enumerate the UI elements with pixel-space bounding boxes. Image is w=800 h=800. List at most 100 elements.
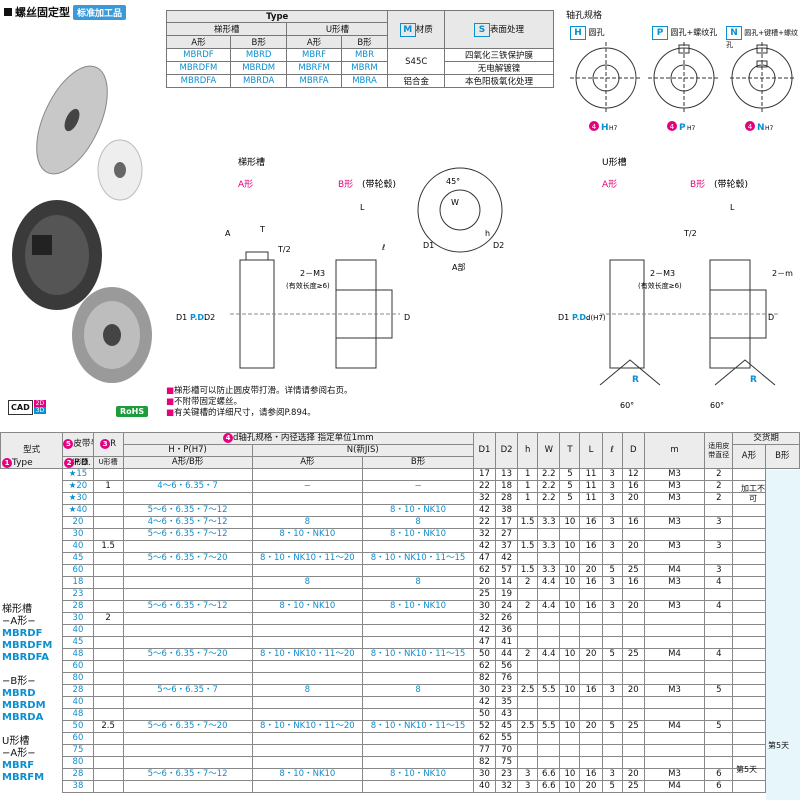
table-cell xyxy=(704,504,734,517)
table-cell: 80 xyxy=(62,672,94,685)
table-cell: M4 xyxy=(643,564,706,577)
table-cell: 40 xyxy=(62,624,94,637)
table-cell: 5 xyxy=(704,684,734,697)
table-cell xyxy=(537,744,561,757)
table-cell: 1.5 xyxy=(517,540,539,553)
table-cell: − xyxy=(362,480,474,493)
page-title: 螺丝固定型 标准加工品 xyxy=(4,4,127,20)
table-cell xyxy=(92,528,124,541)
table-cell: 2.5 xyxy=(517,684,539,697)
table-cell: 2.2 xyxy=(537,480,561,493)
table-cell: 4 xyxy=(704,576,734,589)
table-cell: 41 xyxy=(495,636,519,649)
table-cell xyxy=(732,468,766,481)
table-cell: 20 xyxy=(621,768,645,781)
note-1: ■梯形槽可以防止圆皮带打滑。详情请参阅右页。 xyxy=(166,386,353,396)
svg-text:(带轮毂): (带轮毂) xyxy=(362,178,396,190)
table-cell xyxy=(251,744,364,757)
table-cell xyxy=(704,636,734,649)
table-cell xyxy=(732,708,766,721)
table-cell xyxy=(362,564,474,577)
table-cell: 16 xyxy=(579,684,603,697)
table-cell: 30 xyxy=(472,768,497,781)
svg-text:梯形槽: 梯形槽 xyxy=(238,156,265,168)
table-cell xyxy=(251,672,364,685)
svg-text:(带轮毂): (带轮毂) xyxy=(714,178,748,190)
table-cell xyxy=(559,672,581,685)
table-cell: 3.3 xyxy=(537,516,561,529)
table-cell: 50 xyxy=(472,648,497,661)
type-side-item: −A形− xyxy=(2,748,36,759)
table-cell xyxy=(579,756,603,769)
type-side-item: MBRDM xyxy=(2,700,46,711)
table-cell xyxy=(362,744,474,757)
table-cell xyxy=(362,696,474,709)
table-cell xyxy=(1,553,63,565)
shaft-n-label: N 圆孔+键槽+螺纹孔 xyxy=(726,26,798,49)
table-cell: 40 xyxy=(62,540,94,553)
table-cell: 2 xyxy=(92,612,124,625)
table-cell: 10 xyxy=(559,576,581,589)
table-cell: 75 xyxy=(62,744,94,757)
table-cell xyxy=(122,576,253,589)
svg-text:A形: A形 xyxy=(602,178,617,190)
table-cell xyxy=(122,780,253,793)
table-cell: 42 xyxy=(495,552,519,565)
table-cell: ★20 xyxy=(62,480,94,493)
table-cell: 48 xyxy=(62,648,94,661)
table-cell: 28 xyxy=(62,768,94,781)
table-cell: 8・10・NK10 xyxy=(362,600,474,613)
table-cell: 8・10・NK10 xyxy=(362,768,474,781)
table-cell: 42 xyxy=(472,504,497,517)
table-cell: 5～6・6.35・7～20 xyxy=(122,648,253,661)
table-cell: 5 xyxy=(559,480,581,493)
table-cell: 25 xyxy=(621,648,645,661)
table-cell: 16 xyxy=(579,540,603,553)
table-cell xyxy=(92,696,124,709)
table-cell: 20 xyxy=(472,576,497,589)
table-cell: 2.5 xyxy=(517,720,539,733)
table-cell: 4 xyxy=(704,648,734,661)
table-cell xyxy=(704,660,734,673)
table-cell xyxy=(579,504,603,517)
table-cell xyxy=(362,756,474,769)
table-cell: 5～6・6.35・7～20 xyxy=(122,720,253,733)
table-cell xyxy=(621,504,645,517)
svg-text:D2: D2 xyxy=(493,241,504,250)
table-cell: 4.4 xyxy=(537,600,561,613)
table-cell: 18 xyxy=(495,480,519,493)
table-cell: 2 xyxy=(517,600,539,613)
table-cell xyxy=(122,624,253,637)
svg-text:60°: 60° xyxy=(620,401,634,410)
table-cell xyxy=(621,732,645,745)
table-cell: 22 xyxy=(472,516,497,529)
table-cell: M3 xyxy=(643,768,706,781)
table-cell: 30 xyxy=(62,528,94,541)
table-cell: M3 xyxy=(643,468,706,481)
table-cell xyxy=(732,744,766,757)
table-cell xyxy=(732,600,766,613)
svg-text:H7: H7 xyxy=(765,125,774,132)
table-cell xyxy=(1,517,63,529)
svg-text:d(H7): d(H7) xyxy=(586,314,606,322)
table-cell xyxy=(1,481,63,493)
table-cell xyxy=(704,732,734,745)
table-cell xyxy=(92,648,124,661)
table-cell: 36 xyxy=(495,624,519,637)
table-cell: ★30 xyxy=(62,492,94,505)
svg-text:T/2: T/2 xyxy=(683,229,697,238)
table-cell xyxy=(251,588,364,601)
table-cell xyxy=(579,708,603,721)
table-cell: 19 xyxy=(495,588,519,601)
table-cell xyxy=(517,636,539,649)
